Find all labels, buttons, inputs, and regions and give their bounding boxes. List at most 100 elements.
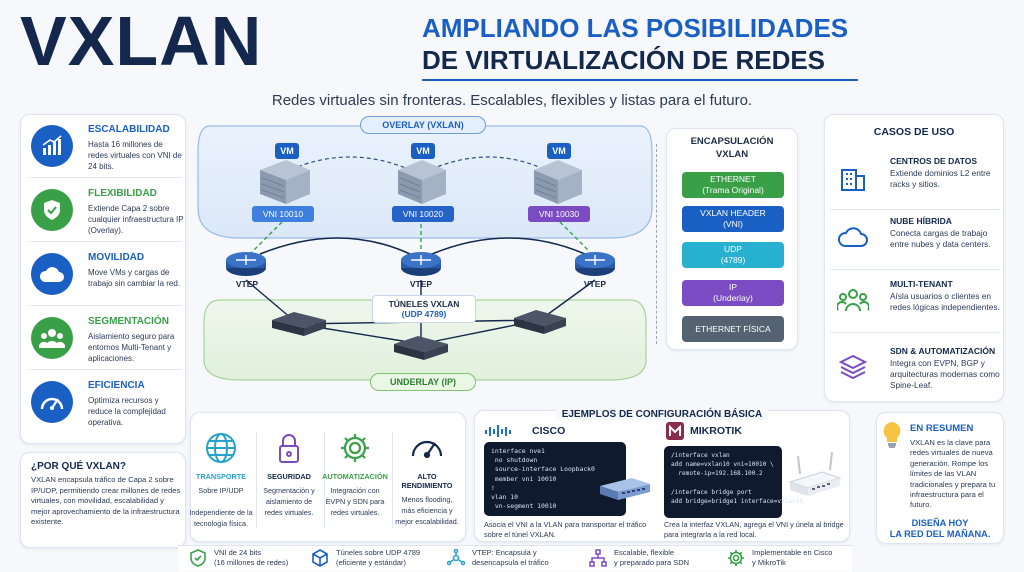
footer-text: Escalable, flexible y preparado para SDN [614, 548, 690, 567]
cisco-caption: Asocia el VNI a la VLAN para transportar… [484, 520, 647, 539]
why-text: VXLAN encapsula tráfico de Capa 2 sobre … [31, 475, 181, 527]
vtep-label-1: VTEP [235, 279, 259, 289]
cisco-brand: CISCO [532, 425, 566, 437]
bottom-feature-seguridad: SEGURIDAD Segmentación y aislamiento de … [256, 428, 322, 536]
footer-text: Túneles sobre UDP 4789 (eficiente y está… [336, 548, 421, 567]
layer-name: UDP [724, 244, 742, 254]
use-case-title: CENTROS DE DATOS [890, 156, 978, 166]
feature-desc: Aislamiento seguro para entornos Multi-T… [88, 332, 175, 363]
divider [256, 432, 257, 528]
cloud-icon [31, 253, 73, 295]
page-title: VXLAN [20, 2, 263, 80]
bf-desc: Integración con EVPN y SDN para redes vi… [325, 486, 385, 517]
cta-line-2: LA RED DEL MAÑANA. [889, 529, 991, 539]
divider [324, 432, 325, 528]
footer-item-vni: VNI de 24 bits (16 millones de redes) [188, 546, 288, 570]
users-icon [31, 317, 73, 359]
layer-sub: (Underlay) [713, 293, 753, 303]
vni-badge-3: VNI 10030 [528, 206, 590, 222]
underlay-switch-2 [394, 336, 448, 360]
underlay-label: UNDERLAY (IP) [370, 373, 476, 391]
encap-connector [656, 144, 666, 344]
tagline: Redes virtuales sin fronteras. Escalable… [271, 92, 753, 109]
config-title-wrap: EJEMPLOS DE CONFIGURACIÓN BÁSICA [474, 404, 850, 422]
feature-title: FLEXIBILIDAD [88, 188, 157, 199]
tunnel-title: TÚNELES VXLAN [388, 299, 460, 309]
users-icon [836, 283, 870, 317]
subtitle-line-2: DE VIRTUALIZACIÓN DE REDES [422, 45, 826, 75]
use-case-desc: Aísla usuarios o clientes en redes lógic… [890, 291, 1000, 312]
encap-layer-ethernet: ETHERNET(Trama Original) [682, 172, 784, 198]
layer-name: ETHERNET FÍSICA [695, 323, 771, 334]
bf-desc: Segmentación y aislamiento de redes virt… [263, 486, 315, 517]
bf-title: SEGURIDAD [267, 472, 311, 481]
feature-movilidad: MOVILIDAD Move VMs y cargas de trabajo s… [28, 246, 182, 306]
bottom-feature-automatizacion: AUTOMATIZACIÓN Integración con EVPN y SD… [322, 428, 388, 536]
use-case-desc: Conecta cargas de trabajo entre nubes y … [890, 228, 991, 249]
cube-icon [310, 548, 330, 568]
bf-title: AUTOMATIZACIÓN [322, 472, 388, 481]
bf-title: ALTO RENDIMIENTO [401, 472, 453, 490]
vtep-router-1 [226, 252, 266, 276]
gauge-icon [407, 428, 447, 468]
cisco-code-block[interactable]: interface nve1 no shutdown source-interf… [484, 442, 626, 516]
use-case-title: SDN & AUTOMATIZACIÓN [890, 346, 996, 356]
footer-text: VTEP: Encapsula y desencapsula el tráfic… [472, 548, 549, 567]
use-case-desc: Extiende dominios L2 entre racks y sitio… [890, 168, 991, 189]
feature-title: MOVILIDAD [88, 252, 145, 263]
vm-badge-3: VM [547, 143, 571, 159]
feature-flexibilidad: FLEXIBILIDAD Extiende Capa 2 sobre cualq… [28, 182, 183, 242]
layer-sub: (Trama Original) [702, 185, 764, 195]
feature-desc: Move VMs y cargas de trabajo sin cambiar… [88, 268, 181, 288]
bottom-feature-rendimiento: ALTO RENDIMIENTO Menos flooding, más efi… [394, 428, 460, 536]
use-case-desc: Integra con EVPN, BGP y arquitecturas mo… [890, 358, 1000, 390]
layer-name: ETHERNET [710, 174, 756, 184]
summary-cta: DISEÑA HOY LA RED DEL MAÑANA. [876, 518, 1004, 540]
why-vxlan-box: ¿POR QUÉ VXLAN? VXLAN encapsula tráfico … [20, 452, 186, 548]
gear-icon [726, 548, 746, 568]
mikrotik-router-image [786, 451, 842, 502]
vm-badge-2: VM [411, 143, 435, 159]
encap-layer-udp: UDP(4789) [682, 242, 784, 268]
bf-desc: Menos flooding, más eficiencia y mejor e… [395, 495, 459, 526]
footer-text: Implementable en Cisco y MikroTik [752, 548, 833, 567]
layer-sub: (4789) [720, 255, 746, 265]
title-underline [422, 79, 858, 81]
bf-title: TRANSPORTE [195, 472, 247, 481]
encap-title-line2: VXLAN [715, 149, 749, 160]
layer-name: VXLAN HEADER [700, 208, 766, 218]
subtitle-line-1: AMPLIANDO LAS POSIBILIDADES [422, 13, 849, 43]
shield-check-icon [31, 189, 73, 231]
divider [392, 432, 393, 528]
vm-server-1 [260, 160, 310, 204]
use-cases-panel [824, 114, 1004, 402]
cta-line-1: DISEÑA HOY [911, 518, 969, 528]
use-case-datacenter: CENTROS DE DATOS Extiende dominios L2 en… [830, 152, 1000, 210]
vm-server-3 [534, 160, 582, 204]
feature-title: ESCALABILIDAD [88, 124, 170, 135]
cloud-icon [836, 220, 870, 254]
mikrotik-code-block[interactable]: /interface vxlan add name=vxlan10 vni=10… [664, 446, 803, 518]
use-case-hybrid-cloud: NUBE HÍBRIDA Conecta cargas de trabajo e… [830, 212, 1000, 270]
footer-item-implementable: Implementable en Cisco y MikroTik [726, 546, 832, 570]
encap-layer-physical: ETHERNET FÍSICA [682, 316, 784, 342]
use-case-title: NUBE HÍBRIDA [890, 216, 952, 226]
footer-item-udp: Túneles sobre UDP 4789 (eficiente y está… [310, 546, 420, 570]
mikrotik-logo [666, 422, 684, 440]
check-shield-icon [188, 548, 208, 568]
building-icon [836, 160, 870, 194]
tunnel-label: TÚNELES VXLAN (UDP 4789) [372, 295, 476, 323]
use-case-multitenant: MULTI-TENANT Aísla usuarios o clientes e… [830, 275, 1000, 333]
globe-icon [201, 428, 241, 468]
use-cases-title: CASOS DE USO [873, 126, 955, 138]
use-case-sdn: SDN & AUTOMATIZACIÓN Integra con EVPN, B… [830, 342, 1000, 400]
vtep-router-3 [575, 252, 615, 276]
cisco-logo [484, 424, 514, 438]
encap-title-line1: ENCAPSULACIÓN [690, 136, 774, 147]
summary-panel [876, 412, 1004, 544]
footer-text: VNI de 24 bits (16 millones de redes) [214, 548, 289, 567]
footer-item-vtep: VTEP: Encapsula y desencapsula el tráfic… [446, 546, 549, 570]
summary-text: VXLAN es la clave para redes virtuales d… [910, 438, 996, 510]
config-title: EJEMPLOS DE CONFIGURACIÓN BÁSICA [555, 409, 769, 420]
feature-title: EFICIENCIA [88, 380, 145, 391]
